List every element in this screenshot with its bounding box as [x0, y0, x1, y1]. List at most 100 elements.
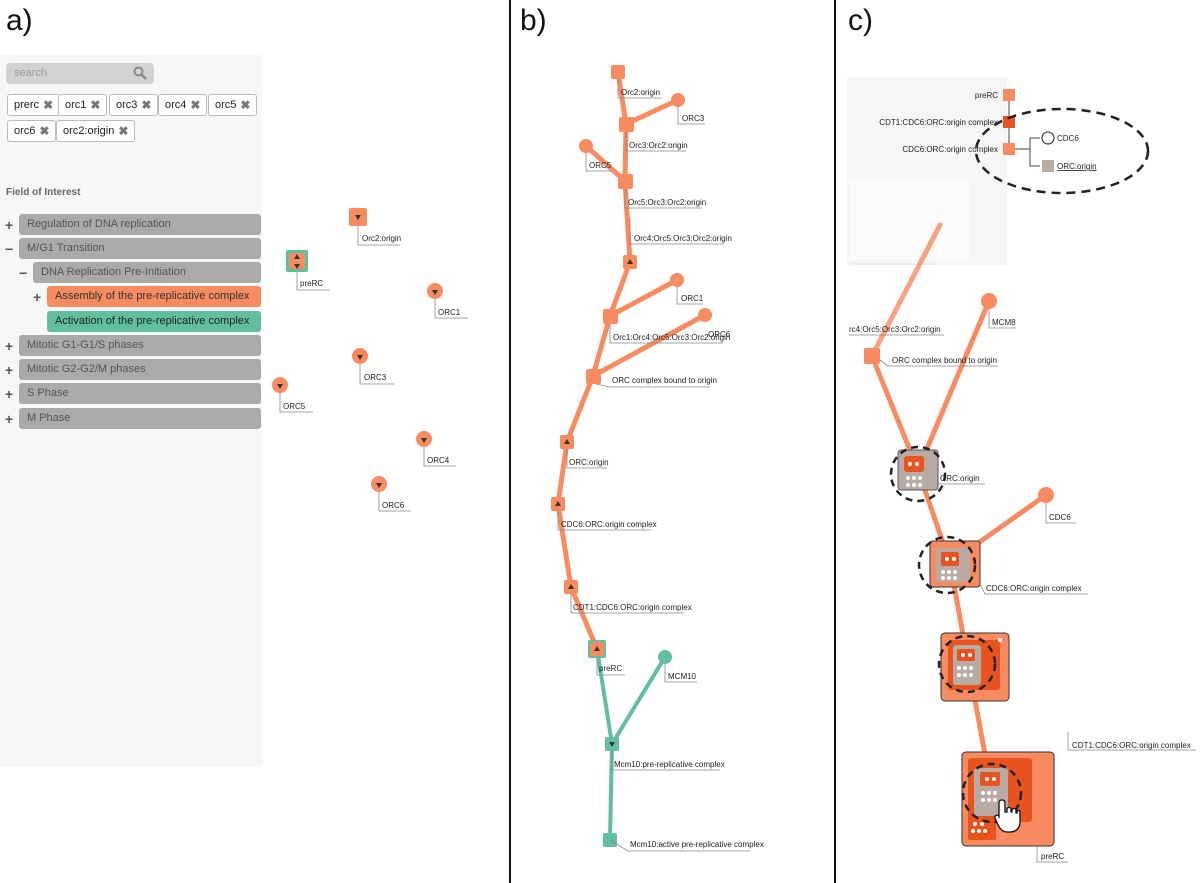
- expand-toggle[interactable]: +: [5, 411, 14, 427]
- remove-icon[interactable]: ✖: [190, 98, 201, 112]
- node-label: Orc1:Orc4:Orc5:Orc3:Orc2:origin: [613, 333, 730, 342]
- node-label: ORC3: [682, 114, 705, 123]
- complex-node[interactable]: [864, 348, 880, 364]
- expand-toggle[interactable]: +: [5, 217, 14, 233]
- remove-icon[interactable]: ✖: [90, 98, 101, 112]
- complex-node[interactable]: [1003, 143, 1015, 155]
- complex-node[interactable]: [1042, 160, 1054, 172]
- tree-item[interactable]: M Phase: [19, 408, 261, 429]
- protein-node[interactable]: [1041, 131, 1055, 145]
- panel-c-network: preRC CDT1:CDC6:ORC:origin complex CDC6:…: [847, 77, 1196, 863]
- node-label: ORC5: [283, 402, 306, 411]
- panel-b-network: Orc2:origin ORC3 Orc3:Orc2:origin ORC5 O…: [551, 65, 764, 852]
- node-label: Mcm10:pre-replicative complex: [614, 760, 725, 769]
- tree-item[interactable]: DNA Replication Pre-Initiation: [33, 262, 261, 283]
- node-label: MCM8: [992, 318, 1016, 327]
- complex-node[interactable]: [611, 65, 625, 79]
- protein-node[interactable]: [658, 650, 672, 664]
- filter-chip[interactable]: orc6✖: [7, 120, 57, 142]
- node-label: rc4:Orc5:Orc3:Orc2:origin: [849, 325, 941, 334]
- complex-node[interactable]: [618, 174, 633, 189]
- chip-label: orc1: [65, 99, 87, 111]
- node-label: ORC complex bound to origin: [612, 376, 717, 385]
- panel-divider: [509, 0, 511, 883]
- node-label: ORC6: [382, 501, 405, 510]
- node-label: ORC:origin: [940, 474, 980, 483]
- node-label: Orc2:origin: [621, 88, 660, 97]
- node-label: Mcm10:active pre-replicative complex: [630, 840, 764, 849]
- node-label: CDT1:CDC6:ORC:origin complex: [1072, 741, 1191, 750]
- node-label: CDC6:ORC:origin complex: [561, 520, 657, 529]
- tree-item[interactable]: Mitotic G2-G2/M phases: [19, 359, 261, 380]
- filter-chip[interactable]: prerc✖: [7, 94, 61, 116]
- tree-item[interactable]: Regulation of DNA replication: [19, 214, 261, 235]
- chip-label: prerc: [14, 99, 40, 111]
- filter-chip[interactable]: orc1✖: [58, 94, 108, 116]
- complex-node[interactable]: [603, 309, 618, 324]
- node-label: ORC6: [708, 330, 731, 339]
- expand-toggle[interactable]: +: [33, 289, 42, 305]
- complex-node[interactable]: [1003, 116, 1015, 128]
- protein-node[interactable]: [981, 293, 997, 309]
- filter-chip[interactable]: orc3✖: [109, 94, 159, 116]
- tree-item[interactable]: S Phase: [19, 383, 261, 404]
- node-label: preRC: [1041, 852, 1064, 861]
- search-placeholder: search: [14, 67, 48, 79]
- node-label: ORC1: [438, 308, 461, 317]
- node-label: ORC3: [364, 373, 387, 382]
- chip-label: orc6: [14, 125, 36, 137]
- expand-toggle[interactable]: +: [5, 386, 14, 402]
- panel-divider: [834, 0, 836, 883]
- node-label: preRC: [599, 664, 622, 673]
- protein-node[interactable]: [698, 308, 712, 322]
- node-label: ORC4: [427, 456, 450, 465]
- node-label: CDT1:CDC6:ORC:origin complex: [573, 603, 692, 612]
- tree-item[interactable]: M/G1 Transition: [19, 238, 261, 259]
- protein-node[interactable]: [579, 139, 593, 153]
- panel-label-c: c): [848, 4, 873, 37]
- filter-chip[interactable]: orc2:origin✖: [56, 120, 136, 142]
- expand-toggle[interactable]: +: [5, 362, 14, 378]
- chip-label: orc4: [165, 99, 187, 111]
- highlight-ellipse: [974, 107, 1150, 195]
- search-input[interactable]: search: [6, 63, 154, 84]
- node-label: preRC: [300, 279, 323, 288]
- node-label: Orc3:Orc2:origin: [629, 141, 688, 150]
- node-label: ORC1: [681, 294, 704, 303]
- filter-chip[interactable]: orc5✖: [208, 94, 258, 116]
- complex-node[interactable]: [619, 117, 634, 132]
- panel-label-b: b): [520, 4, 547, 37]
- chip-label: orc3: [116, 99, 138, 111]
- hand-cursor-icon: [994, 799, 1021, 833]
- highlight-circle: [889, 445, 947, 503]
- collapse-toggle[interactable]: −: [19, 265, 28, 281]
- panel-label-a: a): [6, 4, 33, 37]
- protein-node[interactable]: [670, 273, 684, 287]
- tree-item-assembly[interactable]: Assembly of the pre-replicative complex: [47, 286, 261, 307]
- highlight-circle: [917, 535, 977, 595]
- node-label: CDC6: [1057, 134, 1079, 143]
- protein-node[interactable]: [1038, 487, 1054, 503]
- remove-icon[interactable]: ✖: [43, 98, 54, 112]
- arrow-down-icon: [355, 215, 361, 220]
- remove-icon[interactable]: ✖: [39, 124, 50, 138]
- node-label: CDC6: [1049, 513, 1071, 522]
- remove-icon[interactable]: ✖: [118, 124, 129, 138]
- node-label: Orc2:origin: [362, 234, 401, 243]
- node-label: ORC complex bound to origin: [892, 356, 997, 365]
- complex-node[interactable]: [586, 369, 601, 384]
- tree-item[interactable]: Mitotic G1-G1/S phases: [19, 335, 261, 356]
- collapse-toggle[interactable]: −: [5, 241, 14, 257]
- field-of-interest-title: Field of Interest: [6, 187, 81, 198]
- complex-node[interactable]: [1003, 89, 1015, 101]
- remove-icon[interactable]: ✖: [141, 98, 152, 112]
- filter-chip[interactable]: orc4✖: [158, 94, 208, 116]
- remove-icon[interactable]: ✖: [240, 98, 251, 112]
- protein-node[interactable]: [671, 93, 685, 107]
- expand-toggle[interactable]: +: [5, 338, 14, 354]
- highlight-circle: [937, 634, 997, 694]
- search-icon[interactable]: [133, 66, 147, 80]
- tree-item-activation[interactable]: Activation of the pre-replicative comple…: [47, 311, 261, 332]
- node-label: Orc4:Orc5:Orc3:Orc2:origin: [634, 234, 732, 243]
